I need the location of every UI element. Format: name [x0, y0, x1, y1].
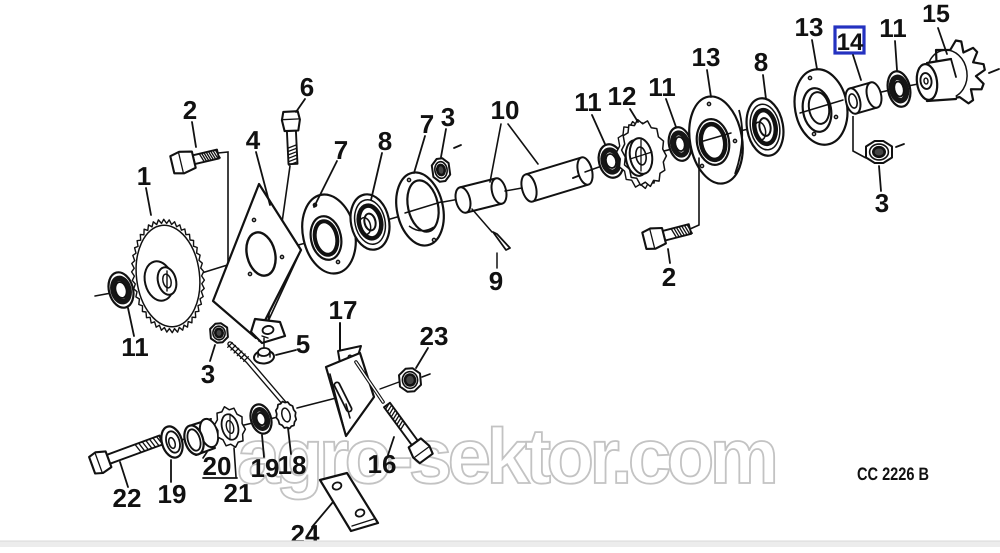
svg-text:11: 11: [648, 72, 676, 102]
svg-text:12: 12: [608, 81, 637, 111]
svg-text:2: 2: [662, 262, 676, 292]
svg-text:8: 8: [378, 126, 392, 156]
svg-text:14: 14: [837, 29, 864, 56]
svg-text:5: 5: [296, 329, 310, 359]
svg-text:3: 3: [875, 188, 889, 218]
svg-text:7: 7: [334, 135, 348, 165]
svg-text:7: 7: [420, 109, 434, 139]
svg-text:15: 15: [922, 0, 950, 28]
svg-text:3: 3: [201, 359, 215, 389]
svg-text:2: 2: [183, 95, 197, 125]
svg-text:agro-sektor.com: agro-sektor.com: [237, 412, 777, 500]
svg-text:20: 20: [203, 451, 232, 481]
svg-text:1: 1: [137, 161, 151, 191]
svg-text:8: 8: [754, 47, 768, 77]
svg-text:11: 11: [121, 332, 149, 362]
svg-text:16: 16: [368, 449, 397, 479]
svg-text:17: 17: [329, 295, 358, 325]
svg-text:11: 11: [879, 13, 907, 43]
svg-text:9: 9: [489, 266, 503, 296]
svg-text:19: 19: [251, 453, 280, 483]
svg-text:23: 23: [420, 321, 449, 351]
svg-text:21: 21: [224, 478, 253, 508]
svg-text:13: 13: [692, 42, 721, 72]
svg-text:4: 4: [246, 125, 261, 155]
svg-text:CC 2226 B: CC 2226 B: [857, 464, 929, 484]
svg-text:22: 22: [113, 483, 142, 513]
svg-text:19: 19: [158, 479, 187, 509]
svg-text:10: 10: [491, 95, 520, 125]
svg-text:6: 6: [300, 72, 314, 102]
svg-text:3: 3: [441, 102, 455, 132]
svg-text:13: 13: [795, 12, 824, 42]
svg-text:18: 18: [278, 450, 307, 480]
svg-text:11: 11: [574, 87, 602, 117]
